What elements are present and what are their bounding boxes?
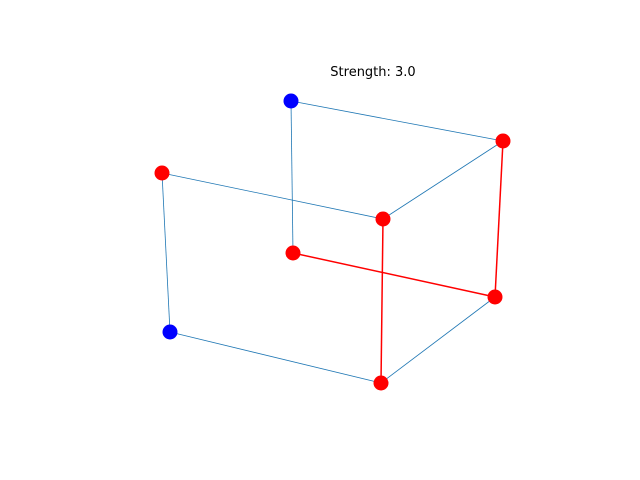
node-n5 — [487, 289, 503, 305]
node-n7 — [373, 375, 389, 391]
node-n0 — [283, 93, 299, 109]
node-n2 — [154, 165, 170, 181]
node-n4 — [285, 245, 301, 261]
edge-n4-n5 — [292, 252, 496, 298]
edge-n6-n7 — [169, 331, 382, 384]
edges-layer — [161, 100, 504, 384]
edge-n5-n7 — [380, 296, 496, 384]
figure-title: Strength: 3.0 — [330, 65, 415, 80]
node-n3 — [375, 211, 391, 227]
edge-n0-n1 — [290, 100, 504, 142]
edge-n1-n5 — [494, 140, 504, 298]
edge-n0-n4 — [290, 100, 294, 254]
edge-n2-n6 — [161, 172, 171, 333]
node-n1 — [495, 133, 511, 149]
nodes-layer — [154, 93, 511, 391]
node-n6 — [162, 324, 178, 340]
edge-n2-n3 — [161, 172, 384, 220]
edge-n1-n3 — [382, 140, 504, 220]
edge-n3-n7 — [380, 218, 384, 384]
